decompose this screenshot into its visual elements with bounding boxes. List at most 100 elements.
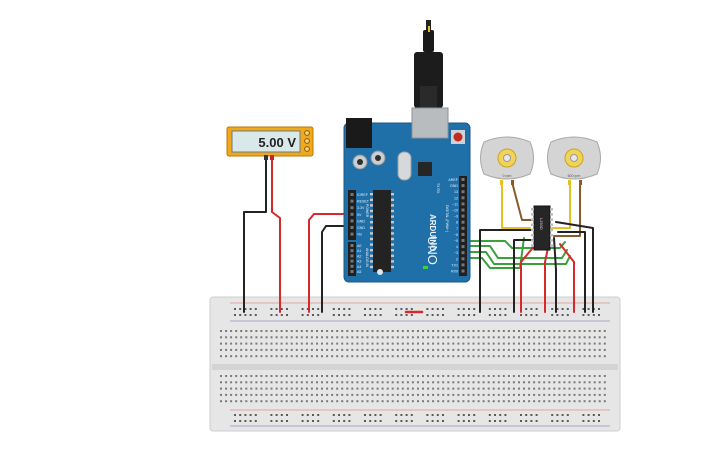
breadboard-hole[interactable] [376, 342, 379, 345]
breadboard-hole[interactable] [578, 381, 581, 384]
breadboard-hole[interactable] [548, 355, 551, 358]
breadboard-hole[interactable] [250, 342, 253, 345]
breadboard-hole[interactable] [543, 375, 546, 377]
breadboard-hole[interactable] [472, 381, 475, 384]
wires[interactable] [243, 154, 594, 314]
breadboard-hole[interactable] [348, 420, 351, 422]
breadboard-hole[interactable] [366, 330, 369, 332]
breadboard-hole[interactable] [331, 348, 334, 351]
breadboard-hole[interactable] [301, 308, 304, 310]
breadboard-hole[interactable] [551, 414, 554, 416]
breadboard-hole[interactable] [239, 314, 242, 316]
breadboard-hole[interactable] [411, 355, 414, 358]
breadboard-hole[interactable] [381, 387, 384, 390]
breadboard-hole[interactable] [265, 375, 268, 377]
breadboard-hole[interactable] [472, 336, 475, 339]
breadboard-hole[interactable] [431, 308, 434, 310]
breadboard-hole[interactable] [422, 342, 424, 345]
breadboard-hole[interactable] [316, 330, 318, 332]
breadboard-hole[interactable] [405, 420, 408, 422]
breadboard-hole[interactable] [371, 330, 374, 332]
breadboard-hole[interactable] [260, 330, 263, 332]
breadboard-hole[interactable] [341, 355, 344, 358]
breadboard-hole[interactable] [275, 336, 278, 339]
breadboard-hole[interactable] [326, 400, 329, 403]
breadboard-hole[interactable] [234, 314, 236, 316]
breadboard-hole[interactable] [343, 420, 346, 422]
breadboard-hole[interactable] [270, 387, 273, 390]
breadboard-hole[interactable] [477, 355, 480, 358]
breadboard-hole[interactable] [249, 314, 252, 316]
breadboard-hole[interactable] [543, 330, 546, 332]
breadboard-hole[interactable] [331, 355, 334, 358]
breadboard-hole[interactable] [462, 375, 465, 377]
breadboard-hole[interactable] [376, 381, 379, 384]
reset-button-icon[interactable] [453, 132, 463, 142]
breadboard-hole[interactable] [356, 393, 359, 396]
breadboard-hole[interactable] [351, 375, 354, 377]
breadboard-hole[interactable] [457, 375, 460, 377]
breadboard-hole[interactable] [338, 314, 340, 316]
breadboard-hole[interactable] [341, 393, 344, 396]
breadboard-hole[interactable] [220, 400, 222, 403]
breadboard-hole[interactable] [518, 330, 520, 332]
breadboard-hole[interactable] [512, 400, 515, 403]
breadboard-hole[interactable] [290, 348, 293, 351]
breadboard-hole[interactable] [556, 308, 559, 310]
breadboard-hole[interactable] [553, 355, 556, 358]
breadboard-hole[interactable] [346, 375, 349, 377]
breadboard-hole[interactable] [401, 387, 404, 390]
breadboard-hole[interactable] [593, 387, 596, 390]
breadboard-hole[interactable] [592, 314, 595, 316]
breadboard-hole[interactable] [518, 375, 520, 377]
breadboard-hole[interactable] [548, 387, 551, 390]
breadboard-hole[interactable] [346, 348, 349, 351]
breadboard-hole[interactable] [379, 308, 382, 310]
breadboard-hole[interactable] [578, 400, 581, 403]
breadboard-hole[interactable] [525, 414, 528, 416]
breadboard-hole[interactable] [512, 348, 515, 351]
breadboard-hole[interactable] [265, 387, 268, 390]
breadboard-hole[interactable] [234, 414, 236, 416]
breadboard-hole[interactable] [538, 330, 541, 332]
breadboard-hole[interactable] [528, 355, 531, 358]
breadboard-hole[interactable] [275, 308, 278, 310]
breadboard-hole[interactable] [225, 348, 228, 351]
breadboard-hole[interactable] [593, 393, 596, 396]
breadboard-hole[interactable] [312, 414, 314, 416]
breadboard-hole[interactable] [568, 375, 571, 377]
breadboard-hole[interactable] [422, 355, 424, 358]
breadboard-hole[interactable] [583, 355, 586, 358]
breadboard-hole[interactable] [310, 400, 313, 403]
breadboard-hole[interactable] [400, 414, 403, 416]
breadboard-hole[interactable] [374, 314, 377, 316]
breadboard-hole[interactable] [371, 381, 374, 384]
breadboard-hole[interactable] [245, 342, 248, 345]
breadboard-hole[interactable] [351, 393, 354, 396]
breadboard-hole[interactable] [376, 387, 379, 390]
breadboard-hole[interactable] [361, 375, 364, 377]
breadboard-hole[interactable] [260, 400, 263, 403]
breadboard-hole[interactable] [502, 375, 505, 377]
breadboard-hole[interactable] [442, 308, 444, 310]
breadboard-hole[interactable] [235, 381, 238, 384]
breadboard-hole[interactable] [285, 336, 288, 339]
breadboard-hole[interactable] [437, 355, 440, 358]
breadboard-hole[interactable] [603, 375, 606, 377]
breadboard-hole[interactable] [411, 381, 414, 384]
breadboard-hole[interactable] [245, 330, 248, 332]
breadboard-hole[interactable] [366, 342, 369, 345]
breadboard-hole[interactable] [270, 342, 273, 345]
breadboard-hole[interactable] [593, 375, 596, 377]
breadboard-hole[interactable] [566, 414, 569, 416]
breadboard-hole[interactable] [548, 330, 551, 332]
breadboard-hole[interactable] [332, 420, 335, 422]
breadboard-hole[interactable] [598, 387, 601, 390]
breadboard-hole[interactable] [468, 420, 470, 422]
breadboard-hole[interactable] [305, 387, 308, 390]
breadboard-hole[interactable] [361, 393, 364, 396]
header-pin[interactable] [350, 212, 354, 216]
breadboard-hole[interactable] [556, 414, 559, 416]
breadboard-hole[interactable] [326, 348, 329, 351]
breadboard-hole[interactable] [432, 381, 435, 384]
